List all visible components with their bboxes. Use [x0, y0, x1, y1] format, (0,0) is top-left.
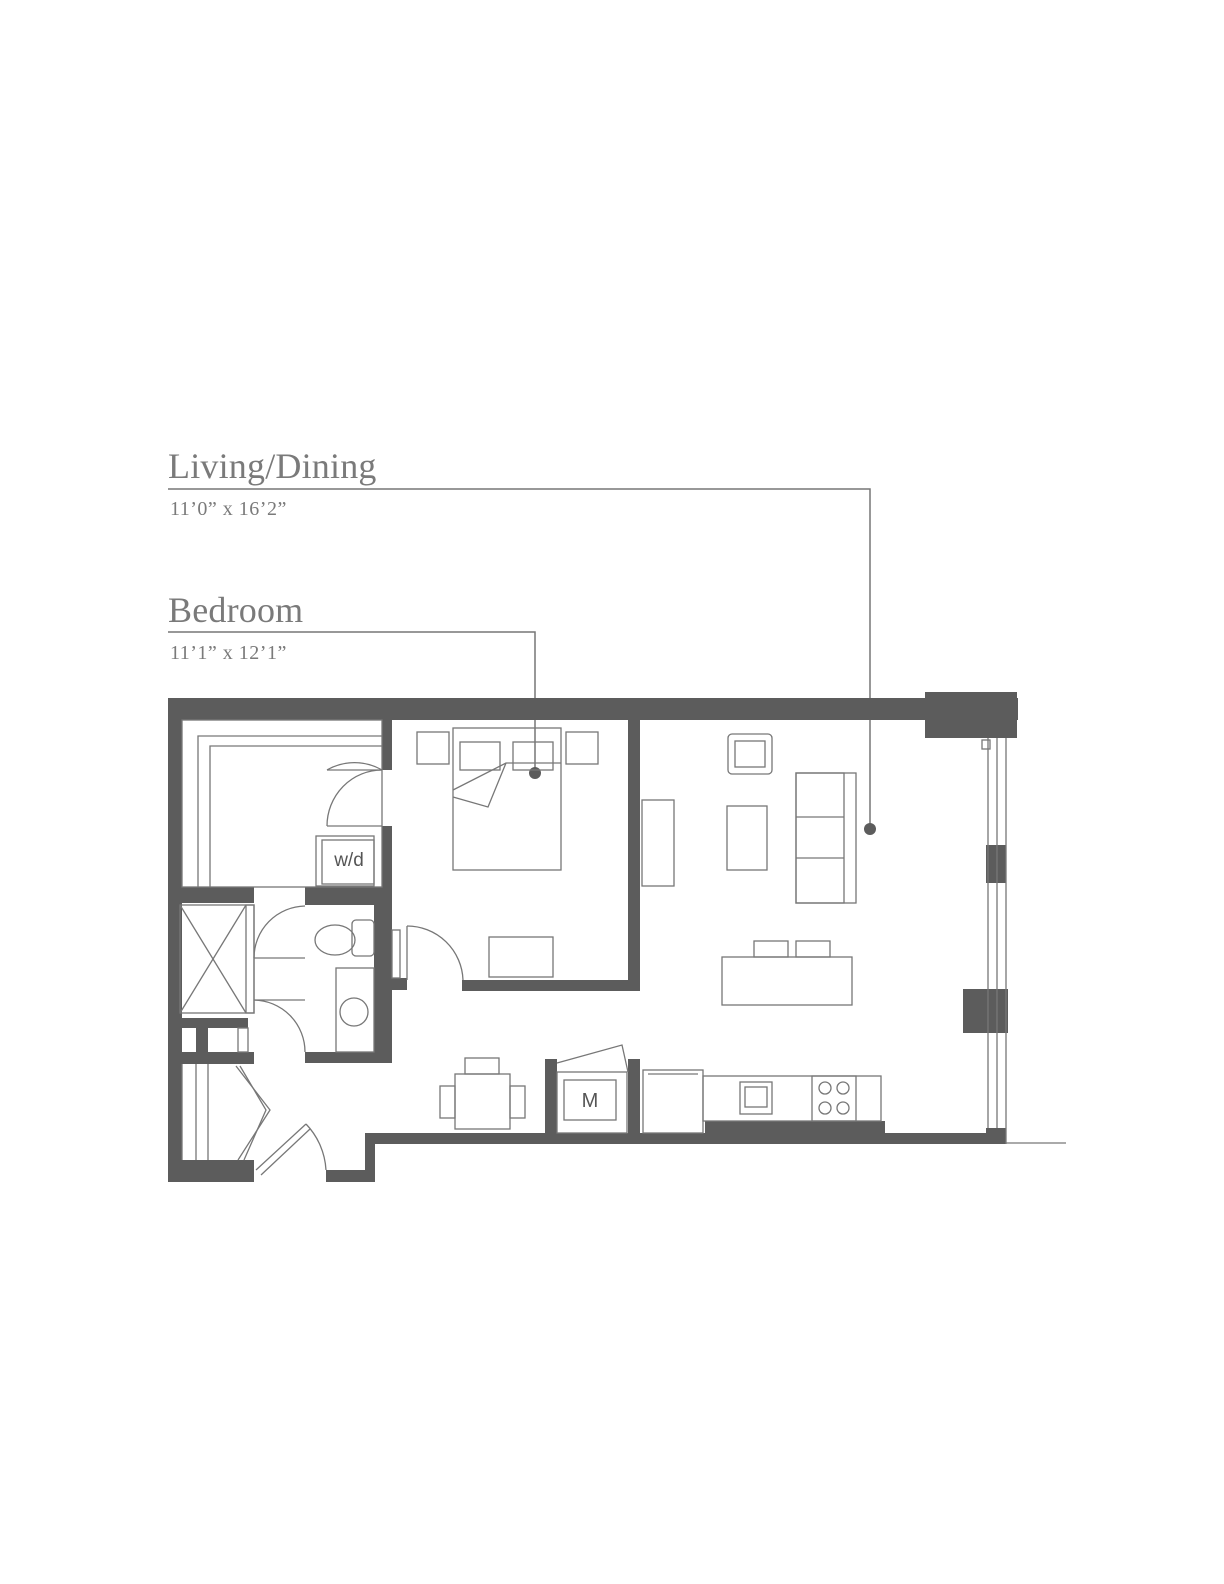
mechanical-label: M — [582, 1090, 599, 1112]
walls — [168, 692, 1018, 1182]
bedroom-label: Bedroom — [168, 590, 304, 630]
living-callout-dot — [864, 823, 876, 835]
bedroom-callout — [168, 631, 536, 773]
plan-details — [179, 719, 1066, 1176]
living-callout — [168, 488, 871, 829]
living-dining-dimensions: 11’0” x 16’2” — [170, 498, 287, 520]
washer-dryer-label: w/d — [333, 850, 364, 871]
living-dining-label: Living/Dining — [168, 446, 377, 486]
bedroom-callout-dot — [529, 767, 541, 779]
bedroom-dimensions: 11’1” x 12’1” — [170, 642, 287, 664]
